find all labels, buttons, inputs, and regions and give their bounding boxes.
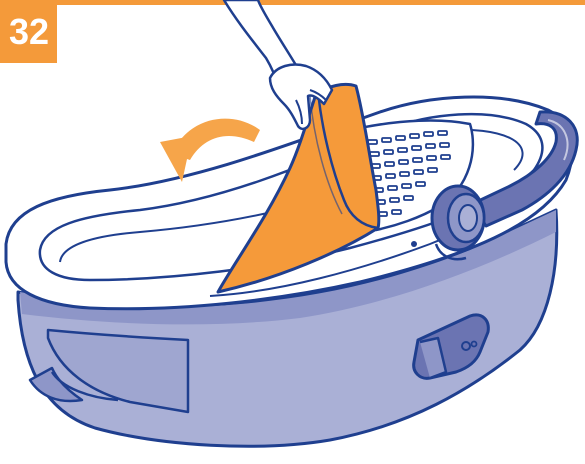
step-number: 32 [9, 11, 49, 52]
step-number-badge: 32 [0, 0, 57, 63]
